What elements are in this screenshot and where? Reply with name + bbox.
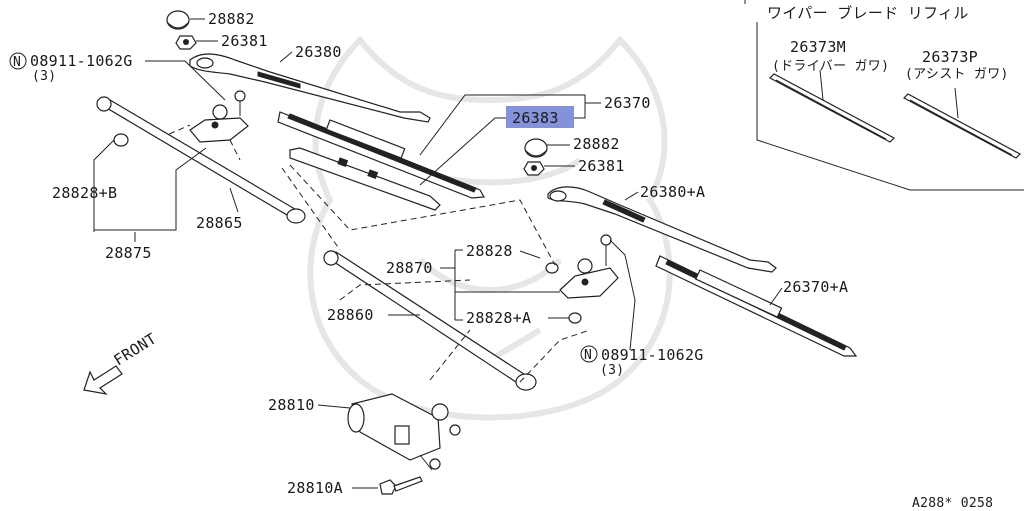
highlight-26383[interactable] xyxy=(506,106,574,128)
link-rod-28865[interactable] xyxy=(96,96,306,224)
cap-28882-mid[interactable] xyxy=(524,138,548,158)
label-26373M-sub: (ドライバー ガワ) xyxy=(772,59,889,74)
refill-strip-driver[interactable] xyxy=(769,69,895,143)
label-26370A: 26370+A xyxy=(783,278,848,296)
label-28828B: 28828+B xyxy=(52,184,117,202)
blade-spoiler[interactable] xyxy=(289,147,441,211)
label-26381-top: 26381 xyxy=(221,32,268,50)
cap-28882-top[interactable] xyxy=(166,10,190,30)
label-28882-mid: 28882 xyxy=(573,135,620,153)
label-26381-mid: 26381 xyxy=(578,157,625,175)
label-08911-left-qty: (3) xyxy=(32,69,56,84)
wiper-arm-26380A[interactable] xyxy=(547,186,777,273)
label-26373M: 26373M xyxy=(790,38,846,56)
label-26380: 26380 xyxy=(295,43,342,61)
bushing-28828[interactable] xyxy=(545,262,559,274)
bushing-28828B[interactable] xyxy=(113,133,129,147)
front-arrow-icon xyxy=(83,365,123,395)
wiper-blade-26370[interactable] xyxy=(277,111,485,199)
label-28875: 28875 xyxy=(105,244,152,262)
label-26370: 26370 xyxy=(604,94,651,112)
label-26373P: 26373P xyxy=(922,48,978,66)
label-28810: 28810 xyxy=(268,396,315,414)
wiper-blade-26370A[interactable] xyxy=(655,255,858,357)
label-26373P-sub: (アシスト ガワ) xyxy=(905,67,1009,82)
n-symbol-left: N xyxy=(13,55,21,70)
link-rod-28860[interactable] xyxy=(323,250,537,391)
label-26380A: 26380+A xyxy=(640,183,705,201)
label-28860: 28860 xyxy=(327,306,374,324)
front-label: FRONT xyxy=(111,329,160,369)
nut-26381-mid[interactable] xyxy=(523,161,545,176)
label-28828: 28828 xyxy=(466,242,513,260)
label-28828A: 28828+A xyxy=(466,309,531,327)
label-28865: 28865 xyxy=(196,214,243,232)
pivot-right[interactable] xyxy=(559,234,619,299)
label-08911-left: 08911-1062G xyxy=(30,52,133,70)
bushing-28828A[interactable] xyxy=(568,312,582,324)
label-28870: 28870 xyxy=(386,259,433,277)
label-26383[interactable]: 26383 xyxy=(512,109,559,127)
pivot-left[interactable] xyxy=(189,90,249,143)
n-symbol-right: N xyxy=(584,348,592,363)
refill-section-title: ワイパー ブレード リフィル xyxy=(767,4,969,22)
refill-section: ワイパー ブレード リフィル 26373M (ドライバー ガワ) 26373P … xyxy=(744,0,1024,191)
wiper-motor-28810[interactable] xyxy=(347,393,461,471)
label-08911-right-qty: (3) xyxy=(600,363,624,378)
label-28810A: 28810A xyxy=(287,479,343,497)
label-08911-right: 08911-1062G xyxy=(601,346,704,364)
diagram-ref-code: A288* 0258 xyxy=(912,496,993,511)
nut-26381-top[interactable] xyxy=(175,35,197,50)
refill-strip-assist[interactable] xyxy=(903,87,1021,159)
bolt-28810A[interactable] xyxy=(379,476,423,495)
wiper-arm-26380[interactable] xyxy=(189,53,431,123)
label-28882-top: 28882 xyxy=(208,10,255,28)
